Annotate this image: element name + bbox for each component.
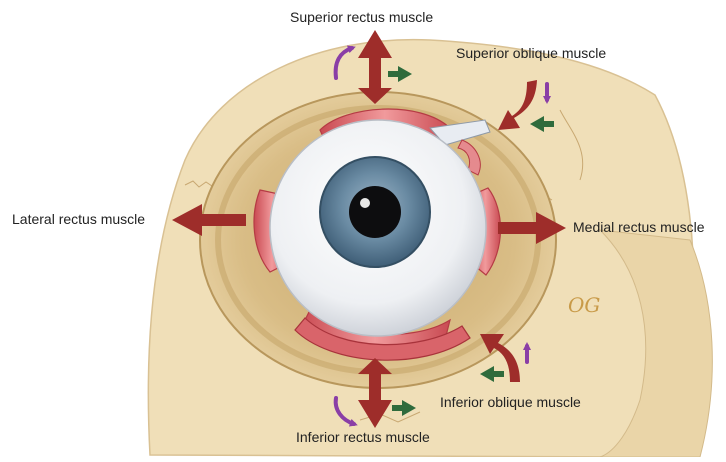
superior-rectus-label: Superior rectus muscle xyxy=(290,9,433,25)
artist-signature: OG xyxy=(568,293,600,317)
pupil-highlight xyxy=(360,198,370,208)
inferior-oblique-label: Inferior oblique muscle xyxy=(440,394,581,410)
medial-rectus-label: Medial rectus muscle xyxy=(573,219,705,235)
superior-oblique-label: Superior oblique muscle xyxy=(456,45,606,61)
pupil xyxy=(349,186,401,238)
inferior-rectus-label: Inferior rectus muscle xyxy=(296,429,430,445)
lateral-rectus-label: Lateral rectus muscle xyxy=(12,211,145,227)
